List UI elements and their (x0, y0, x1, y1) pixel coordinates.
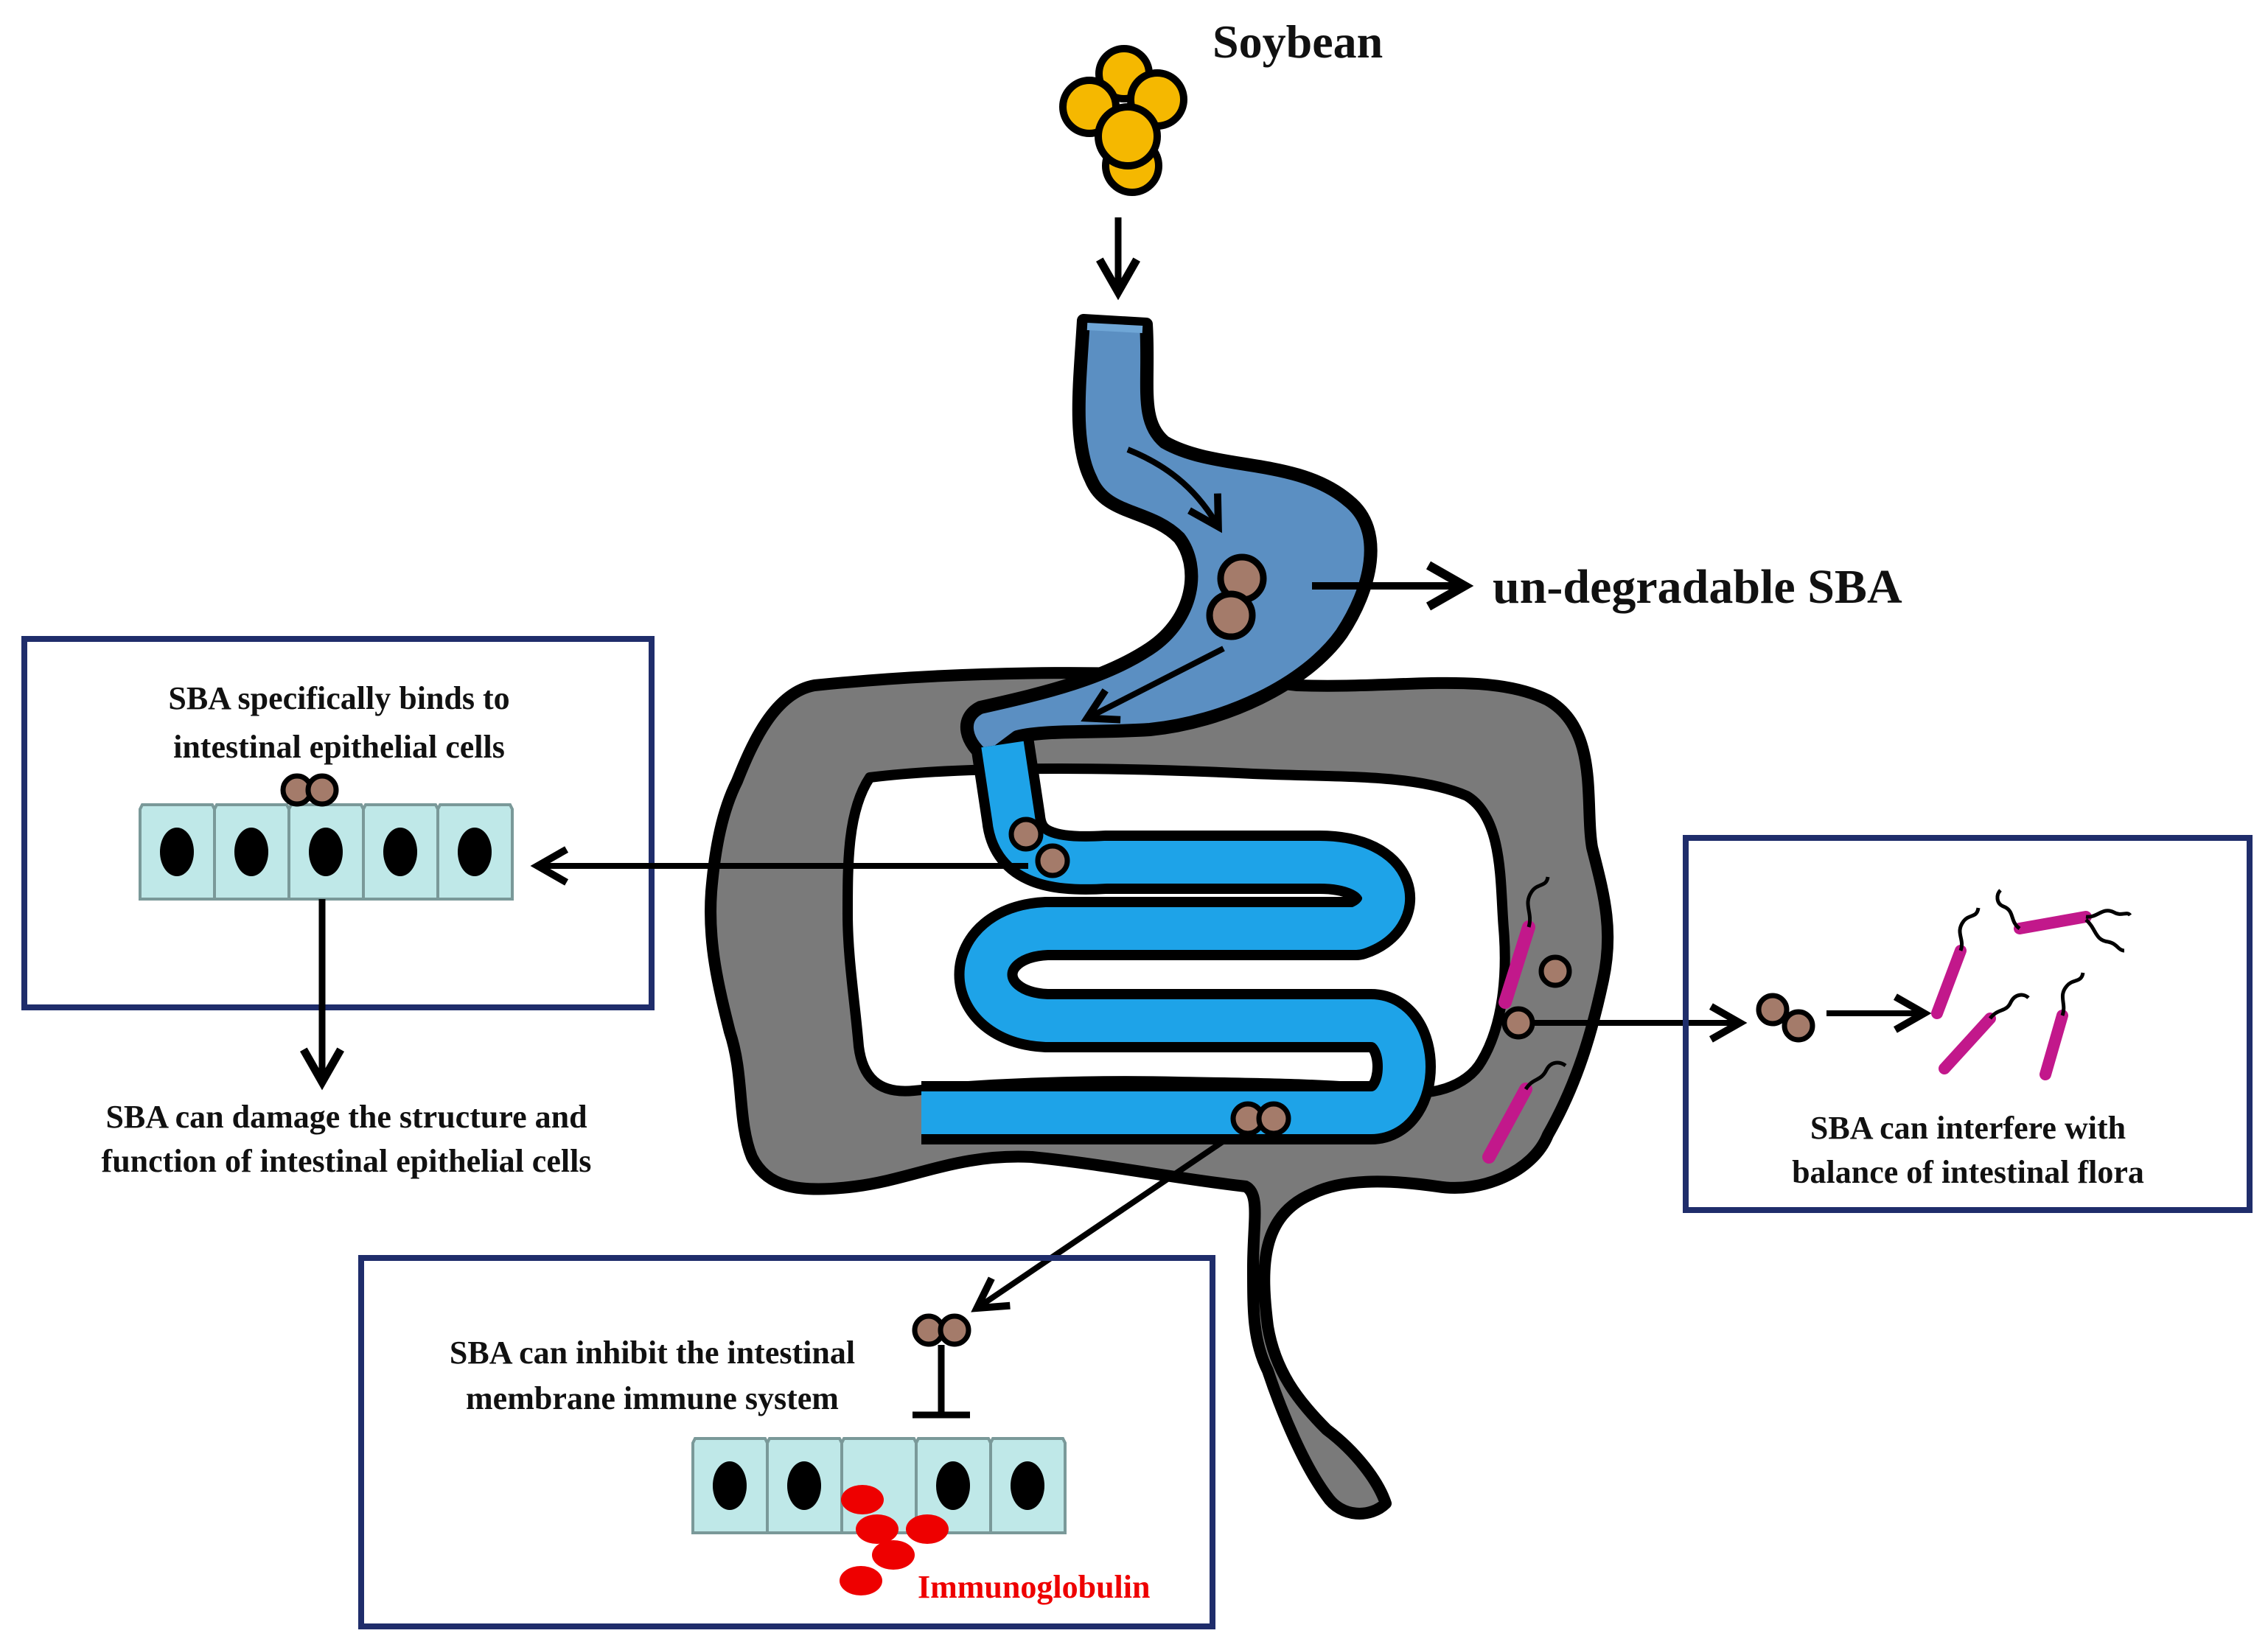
epithelial-cells (691, 1437, 1067, 1534)
damage-label-line2: function of intestinal epithelial cells (102, 1143, 592, 1179)
immune-system-box (358, 1255, 1215, 1629)
inhibition-bar-icon (913, 1345, 970, 1419)
binds-label-line2: intestinal epithelial cells (173, 729, 505, 765)
sba-particle-icon (912, 1313, 971, 1347)
soybean-label: Soybean (1212, 15, 1383, 68)
sba-particle-icon (1501, 954, 1572, 1040)
binds-label-line1: SBA specifically binds to (168, 680, 509, 716)
bacteria-icon (1482, 1060, 1567, 1164)
stomach (960, 314, 1378, 766)
bacteria-icon (2040, 972, 2085, 1080)
epithelial-binding-box (21, 636, 655, 1010)
epithelial-cells (139, 803, 514, 901)
bacteria-icon (1931, 907, 1981, 1019)
small-intestine (921, 739, 1436, 1144)
sba-particle-icon (1008, 817, 1070, 878)
sba-particle-icon (1230, 1101, 1291, 1136)
arrow-stomach-to-intestine (1081, 646, 1225, 724)
sba-particle-icon (280, 773, 339, 807)
arrow-stomach-curve (1126, 447, 1222, 534)
sba-particle-icon (1756, 993, 1815, 1043)
bacteria-icon (1995, 889, 2132, 953)
immunoglobulin-label: Immunoglobulin (918, 1569, 1150, 1605)
immune-label-line2: membrane immune system (466, 1380, 839, 1416)
flora-label-line1: SBA can interfere with (1810, 1110, 2126, 1146)
immune-label-line1: SBA can inhibit the intestinal (450, 1335, 855, 1371)
sba-particle-icon (1206, 553, 1267, 640)
intestinal-flora-box (1683, 835, 2253, 1213)
damage-label-line1: SBA can damage the structure and (105, 1099, 587, 1135)
bacteria-icon (1498, 876, 1550, 1009)
immunoglobulin-cell-icon (840, 1485, 949, 1595)
bacteria-icon (1939, 993, 2030, 1074)
soybean-cluster-icon (1059, 45, 1187, 196)
undegradable-sba-label: un-degradable SBA (1493, 560, 1902, 614)
arrow-intestine-to-immune (971, 1136, 1229, 1312)
flora-label-line2: balance of intestinal flora (1792, 1154, 2144, 1190)
